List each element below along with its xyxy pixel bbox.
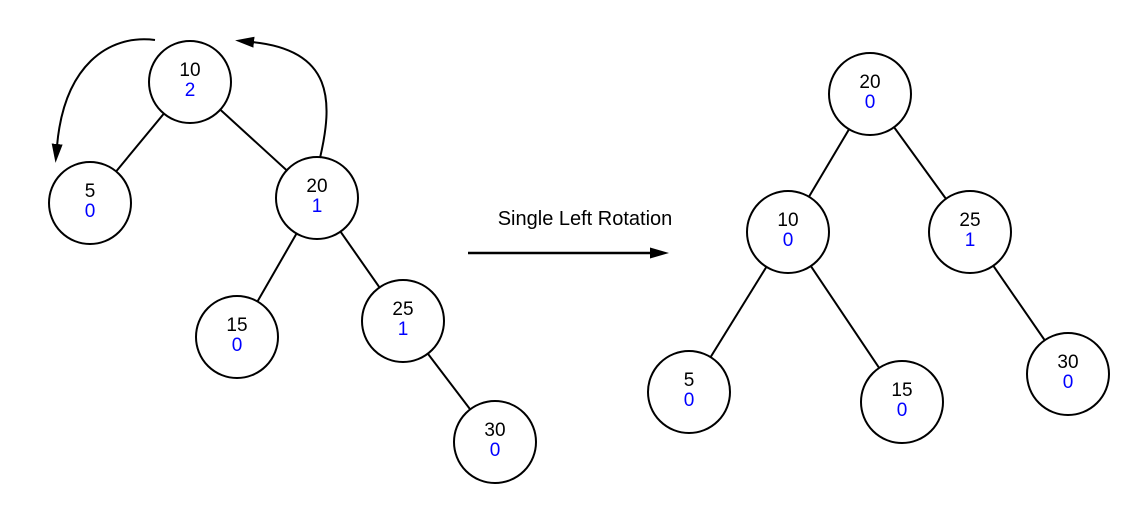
tree-node-after-30: 300 — [1026, 332, 1110, 416]
node-circle — [928, 190, 1012, 274]
node-balance-factor: 0 — [85, 201, 96, 222]
node-balance-factor: 1 — [312, 196, 323, 217]
node-value: 5 — [684, 370, 695, 391]
node-balance-factor: 0 — [783, 230, 794, 251]
node-value: 30 — [484, 420, 505, 441]
node-circle — [48, 161, 132, 245]
rotation-arrow-child-up-left — [235, 36, 328, 159]
node-value: 15 — [226, 315, 247, 336]
tree-node-before-20: 201 — [275, 156, 359, 240]
tree-node-after-10: 100 — [746, 190, 830, 274]
node-value: 30 — [1057, 352, 1078, 373]
node-value: 25 — [959, 210, 980, 231]
node-value: 10 — [179, 60, 200, 81]
node-balance-factor: 0 — [232, 335, 243, 356]
tree-node-before-30: 300 — [453, 400, 537, 484]
node-circle — [647, 350, 731, 434]
node-circle — [195, 295, 279, 379]
tree-node-after-15: 150 — [860, 360, 944, 444]
node-circle — [148, 40, 232, 124]
node-balance-factor: 2 — [185, 80, 196, 101]
node-value: 5 — [85, 181, 96, 202]
node-balance-factor: 0 — [897, 400, 908, 421]
node-value: 20 — [306, 176, 327, 197]
node-value: 25 — [392, 299, 413, 320]
node-circle — [275, 156, 359, 240]
node-circle — [453, 400, 537, 484]
tree-node-after-20: 200 — [828, 52, 912, 136]
node-value: 20 — [859, 72, 880, 93]
node-circle — [746, 190, 830, 274]
node-circle — [860, 360, 944, 444]
tree-node-before-25: 251 — [361, 279, 445, 363]
node-circle — [361, 279, 445, 363]
node-circle — [1026, 332, 1110, 416]
tree-node-before-15: 150 — [195, 295, 279, 379]
node-balance-factor: 0 — [1063, 372, 1074, 393]
tree-node-before-10: 102 — [148, 40, 232, 124]
node-balance-factor: 0 — [865, 92, 876, 113]
node-balance-factor: 1 — [965, 230, 976, 251]
node-balance-factor: 1 — [398, 319, 409, 340]
node-balance-factor: 0 — [684, 390, 695, 411]
node-value: 15 — [891, 380, 912, 401]
tree-node-after-25: 251 — [928, 190, 1012, 274]
node-value: 10 — [777, 210, 798, 231]
rotation-label: Single Left Rotation — [498, 208, 673, 230]
node-circle — [828, 52, 912, 136]
tree-node-before-5: 50 — [48, 161, 132, 245]
rotation-arrow-root-down-left — [51, 38, 156, 163]
node-balance-factor: 0 — [490, 440, 501, 461]
tree-node-after-5: 50 — [647, 350, 731, 434]
